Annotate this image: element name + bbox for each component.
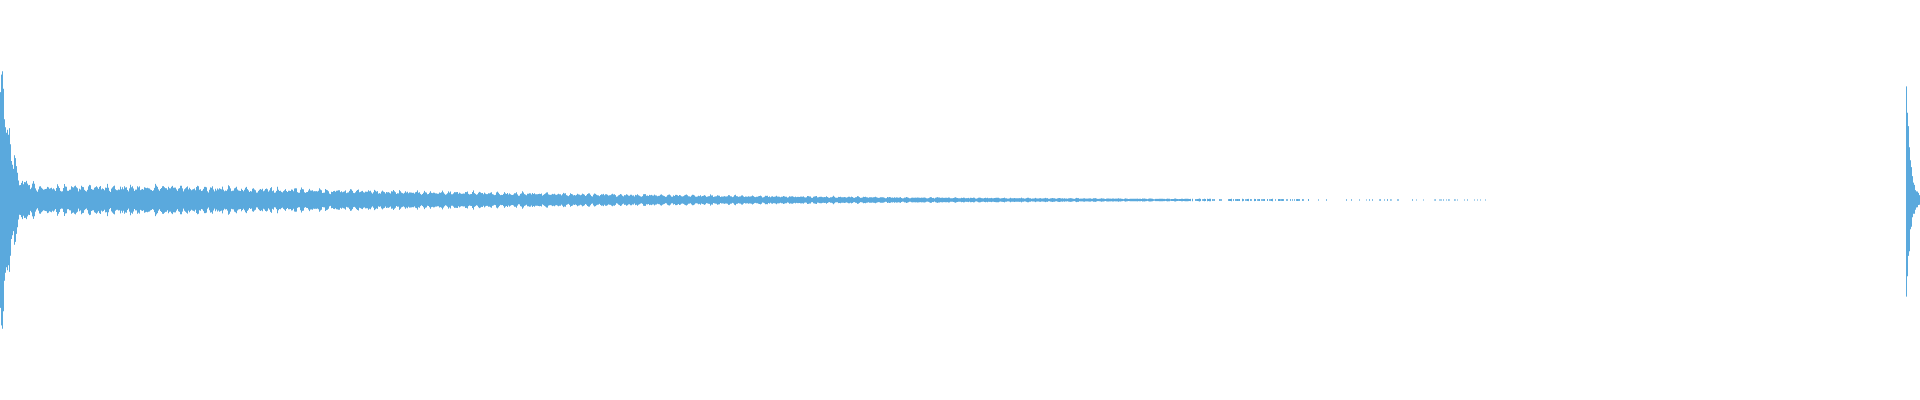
- waveform-clip-decaying-tone[interactable]: [0, 71, 1486, 329]
- waveform-clip-transient-burst[interactable]: [1906, 86, 1920, 297]
- waveform-samples: [1906, 86, 1920, 297]
- waveform-samples: [0, 71, 1486, 329]
